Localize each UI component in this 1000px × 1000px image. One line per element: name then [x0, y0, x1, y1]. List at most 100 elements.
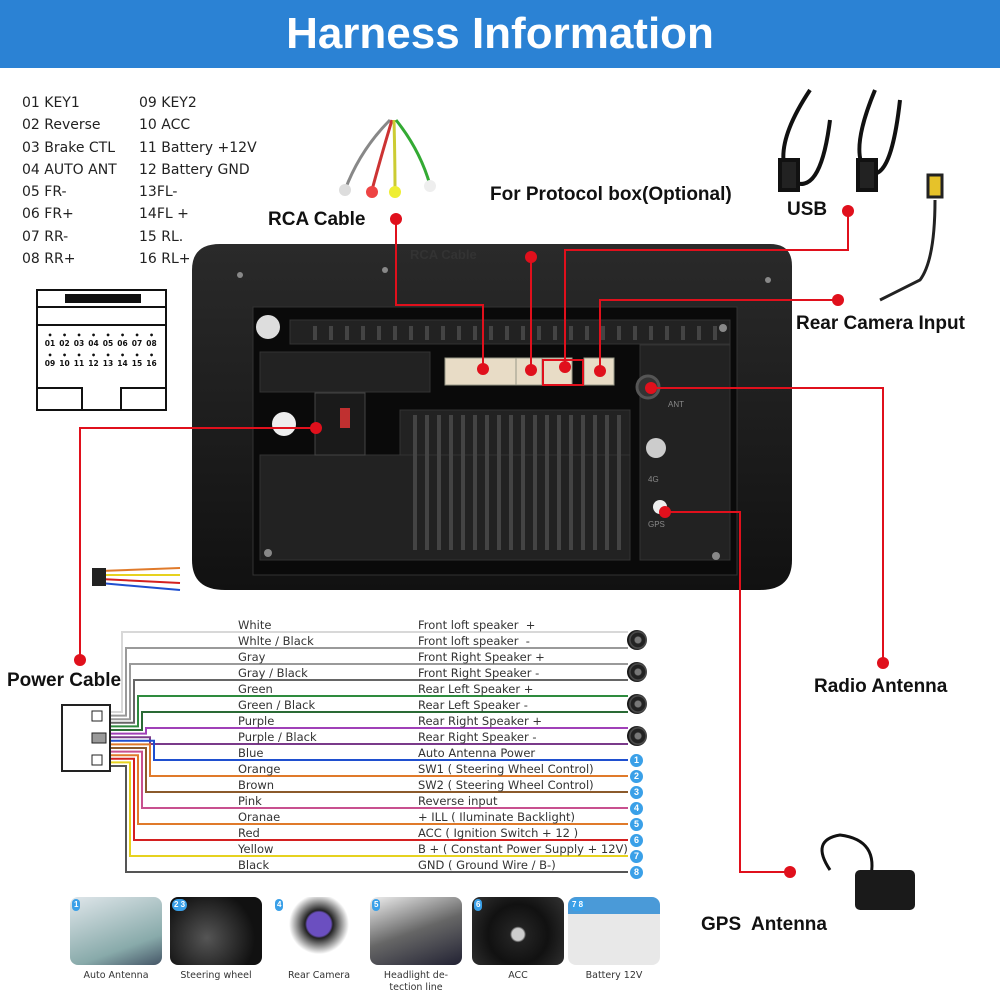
thumbnail-image	[472, 897, 564, 965]
pin-number-text: 05	[102, 339, 114, 348]
power-cable-image	[92, 567, 181, 591]
pin: 01 KEY1	[22, 95, 80, 111]
wire	[110, 695, 628, 728]
wire-color-name: Oranae	[238, 810, 281, 824]
thumbnail-caption: Rear Camera	[287, 970, 351, 981]
pin: 16 RL+	[139, 251, 191, 268]
pin-number: •09	[44, 351, 56, 369]
wire-color-name: Gray / Black	[238, 666, 308, 680]
wire	[110, 750, 628, 809]
pin-number: •02	[59, 331, 70, 349]
speaker-icon	[627, 662, 647, 682]
pin-number-text: 10	[59, 359, 70, 368]
pin: 12 Battery GND	[139, 161, 250, 178]
wire	[110, 754, 628, 825]
wire	[110, 765, 628, 873]
pin-number: •15	[131, 351, 143, 369]
wire-function: GND ( Ground Wire / B-)	[418, 858, 556, 872]
pin: 13FL-	[139, 184, 178, 201]
wire-color-name: Brown	[238, 778, 275, 792]
pin-number: •11	[73, 351, 85, 369]
wire-function: Rear Left Speaker +	[418, 682, 534, 696]
pin-number-text: 08	[146, 339, 157, 348]
pin-number: •08	[146, 331, 157, 349]
wire-color-name: Green	[238, 682, 273, 696]
wire-color-name: Whlte / Black	[238, 634, 314, 648]
pin-number-text: 04	[88, 339, 99, 348]
pin-number-text: 13	[102, 359, 114, 368]
wire-function: Auto Antenna Power	[418, 746, 536, 760]
pin-number: •05	[102, 331, 114, 349]
pin-number: •07	[131, 331, 143, 349]
harness-connector	[61, 704, 111, 772]
page-title: Harness Information	[0, 0, 1000, 68]
pin-number: •12	[88, 351, 99, 369]
pin: 02 Reverse	[22, 117, 101, 134]
wire	[110, 727, 628, 735]
thumbnail-caption: Steering wheel	[180, 970, 252, 981]
thumbnail-number-badge: 1	[72, 899, 81, 911]
wire	[110, 743, 628, 777]
wire-function: ACC ( Ignition Switch + 12 )	[418, 826, 579, 840]
power-cable-label: Power Cable	[7, 670, 122, 691]
wire	[110, 739, 628, 761]
pin-number-text: 02	[59, 339, 70, 348]
wire	[110, 761, 628, 857]
pin: 03 Brake CTL	[22, 139, 116, 156]
wire	[110, 747, 628, 793]
wire-function: Front Right Speaker +	[418, 650, 545, 664]
wire-color-name: Yellow	[238, 842, 274, 856]
thumbnail-image	[370, 897, 462, 965]
wire-function: SW2 ( Steering Wheel Control)	[418, 778, 594, 792]
pin: 08 RR+	[22, 251, 76, 268]
wire-number-badge: 7	[630, 850, 643, 863]
pin: 06 FR+	[22, 206, 74, 223]
wire-color-name: Gray	[238, 650, 266, 664]
pin-number: •14	[117, 351, 128, 369]
thumbnail-image	[70, 897, 162, 965]
wire-number-badge: 8	[630, 866, 643, 879]
head-unit-back-panel	[192, 244, 792, 590]
wire-function: Front Right Speaker -	[418, 666, 540, 680]
wire-function: Rear Right Speaker -	[418, 730, 537, 744]
connector-pinout-diagram: •01•02•03•04•05•06•07•08•09•10•11•12•13•…	[36, 289, 167, 411]
pin: 09 KEY2	[139, 95, 197, 111]
wire-number-badge: 4	[630, 802, 643, 815]
rear-camera-cable-image	[879, 173, 944, 302]
pin-list-left: 01 KEY1 02 Reverse 03 Brake CTL 04 AUTO …	[22, 92, 117, 270]
4g-port-label: 4G	[648, 475, 659, 484]
thumbnail-number-badge: 2 3	[172, 899, 188, 911]
rear-camera-input-label: Rear Camera Input	[796, 313, 965, 334]
thumbnail-number-badge: 4	[275, 899, 284, 911]
pin-number-text: 06	[117, 339, 128, 348]
pin: 15 RL.	[139, 228, 184, 245]
speaker-icon	[627, 630, 647, 650]
pin-list-right: 09 KEY2 10 ACC 11 Battery +12V 12 Batter…	[139, 92, 257, 270]
pin-number-text: 09	[44, 359, 56, 368]
pin: 11 Battery +12V	[139, 139, 257, 156]
pin-number-text: 07	[131, 339, 143, 348]
pin-number-text: 12	[88, 359, 99, 368]
wire-function: B + ( Constant Power Supply + 12V)	[418, 842, 628, 856]
wire-color-name: Purple / Black	[238, 730, 317, 744]
thumbnail-caption: Headlight de- tection line	[383, 970, 449, 993]
callout-lines	[79, 211, 884, 873]
speaker-icon	[627, 726, 647, 746]
pin: 10 ACC	[139, 117, 191, 134]
gps-port-label: GPS	[648, 520, 665, 529]
gps-antenna-image	[820, 833, 915, 910]
thumbnail-number-badge: 5	[372, 899, 381, 911]
wire-color-name: Pink	[238, 794, 262, 808]
pin-number: •04	[88, 331, 99, 349]
ant-port-label: ANT	[668, 400, 684, 409]
pin-number-text: 11	[73, 359, 85, 368]
wire	[110, 757, 628, 841]
wire	[110, 736, 628, 745]
wire-number-badge: 1	[630, 754, 643, 767]
4g-port	[646, 438, 666, 458]
pin-number: •06	[117, 331, 128, 349]
wire-function: + ILL ( Iluminate Backlight)	[418, 810, 576, 824]
wire-function: Rear Right Speaker +	[418, 714, 542, 728]
wire	[110, 663, 628, 721]
